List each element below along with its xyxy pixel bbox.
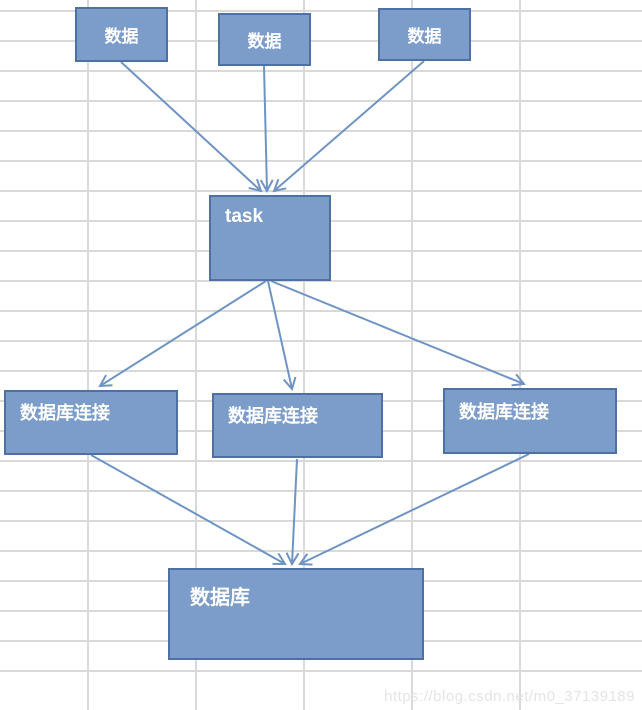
node-data-3: 数据	[378, 8, 471, 61]
node-data-2-label: 数据	[247, 32, 282, 51]
watermark: https://blog.csdn.net/m0_37139189	[384, 688, 635, 705]
node-database-label: 数据库	[190, 587, 250, 609]
node-data-2: 数据	[218, 13, 311, 66]
edge-task-conn1	[100, 280, 267, 386]
node-data-1-label: 数据	[104, 27, 139, 46]
node-db-connection-3-label: 数据库连接	[459, 402, 549, 422]
edge-conn2-db	[292, 458, 297, 564]
node-task-label: task	[225, 206, 264, 227]
edge-conn3-db	[300, 453, 530, 564]
edge-conn1-db	[90, 454, 285, 564]
edge-data1-task	[120, 61, 261, 191]
node-db-connection-1-label: 数据库连接	[20, 403, 110, 423]
node-db-connection-2-label: 数据库连接	[228, 406, 318, 426]
node-db-connection-3: 数据库连接	[443, 388, 617, 454]
node-database: 数据库	[168, 568, 424, 660]
edge-task-conn2	[267, 280, 292, 389]
node-db-connection-1: 数据库连接	[4, 390, 178, 455]
node-data-1: 数据	[75, 7, 168, 62]
node-task: task	[209, 195, 331, 281]
node-db-connection-2: 数据库连接	[212, 393, 383, 458]
node-data-3-label: 数据	[407, 27, 442, 46]
edge-data2-task	[264, 65, 267, 191]
edge-data3-task	[274, 60, 425, 191]
edge-task-conn3	[270, 280, 524, 384]
